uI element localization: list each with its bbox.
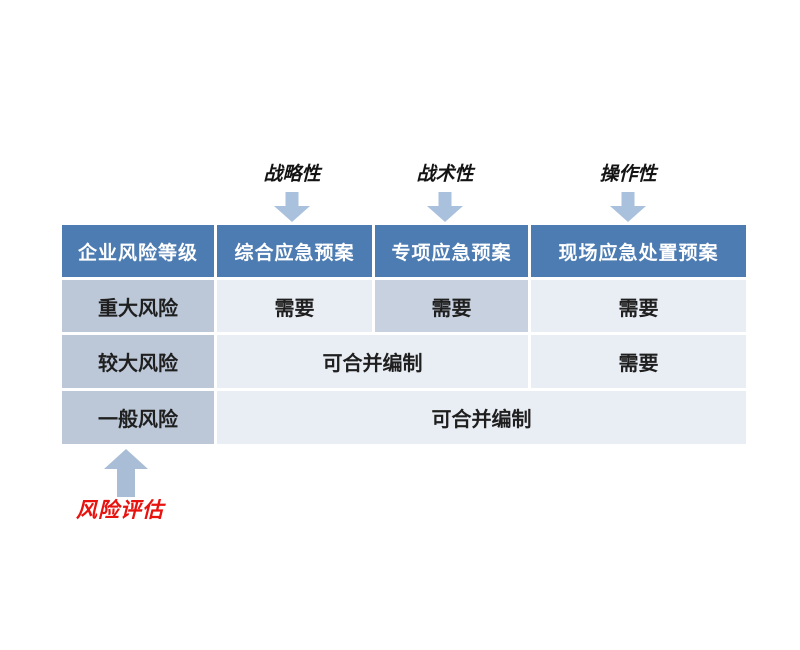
cell-major-onsite: 需要 <box>531 280 746 332</box>
cell-larger-onsite: 需要 <box>531 335 746 388</box>
header-cell-special-plan: 专项应急预案 <box>375 225 528 277</box>
row-label-general-risk: 一般风险 <box>62 391 214 444</box>
label-operational: 操作性 <box>599 163 657 185</box>
header-cell-comprehensive-plan: 综合应急预案 <box>217 225 372 277</box>
down-arrow-icon <box>427 192 463 222</box>
label-tactical: 战术性 <box>416 163 474 185</box>
label-strategic: 战略性 <box>263 163 321 185</box>
cell-major-comprehensive: 需要 <box>217 280 372 332</box>
cell-general-merged: 可合并编制 <box>217 391 746 444</box>
up-arrow-icon <box>104 449 148 497</box>
header-cell-risk-level: 企业风险等级 <box>62 225 214 277</box>
header-cell-onsite-plan: 现场应急处置预案 <box>531 225 746 277</box>
risk-plan-table: 企业风险等级 综合应急预案 专项应急预案 现场应急处置预案 重大风险 需要 需要… <box>62 225 746 444</box>
down-arrow-icon <box>610 192 646 222</box>
row-label-larger-risk: 较大风险 <box>62 335 214 388</box>
cell-major-special: 需要 <box>375 280 528 332</box>
label-risk-assessment: 风险评估 <box>76 497 164 522</box>
cell-larger-merged: 可合并编制 <box>217 335 528 388</box>
down-arrow-icon <box>274 192 310 222</box>
row-label-major-risk: 重大风险 <box>62 280 214 332</box>
